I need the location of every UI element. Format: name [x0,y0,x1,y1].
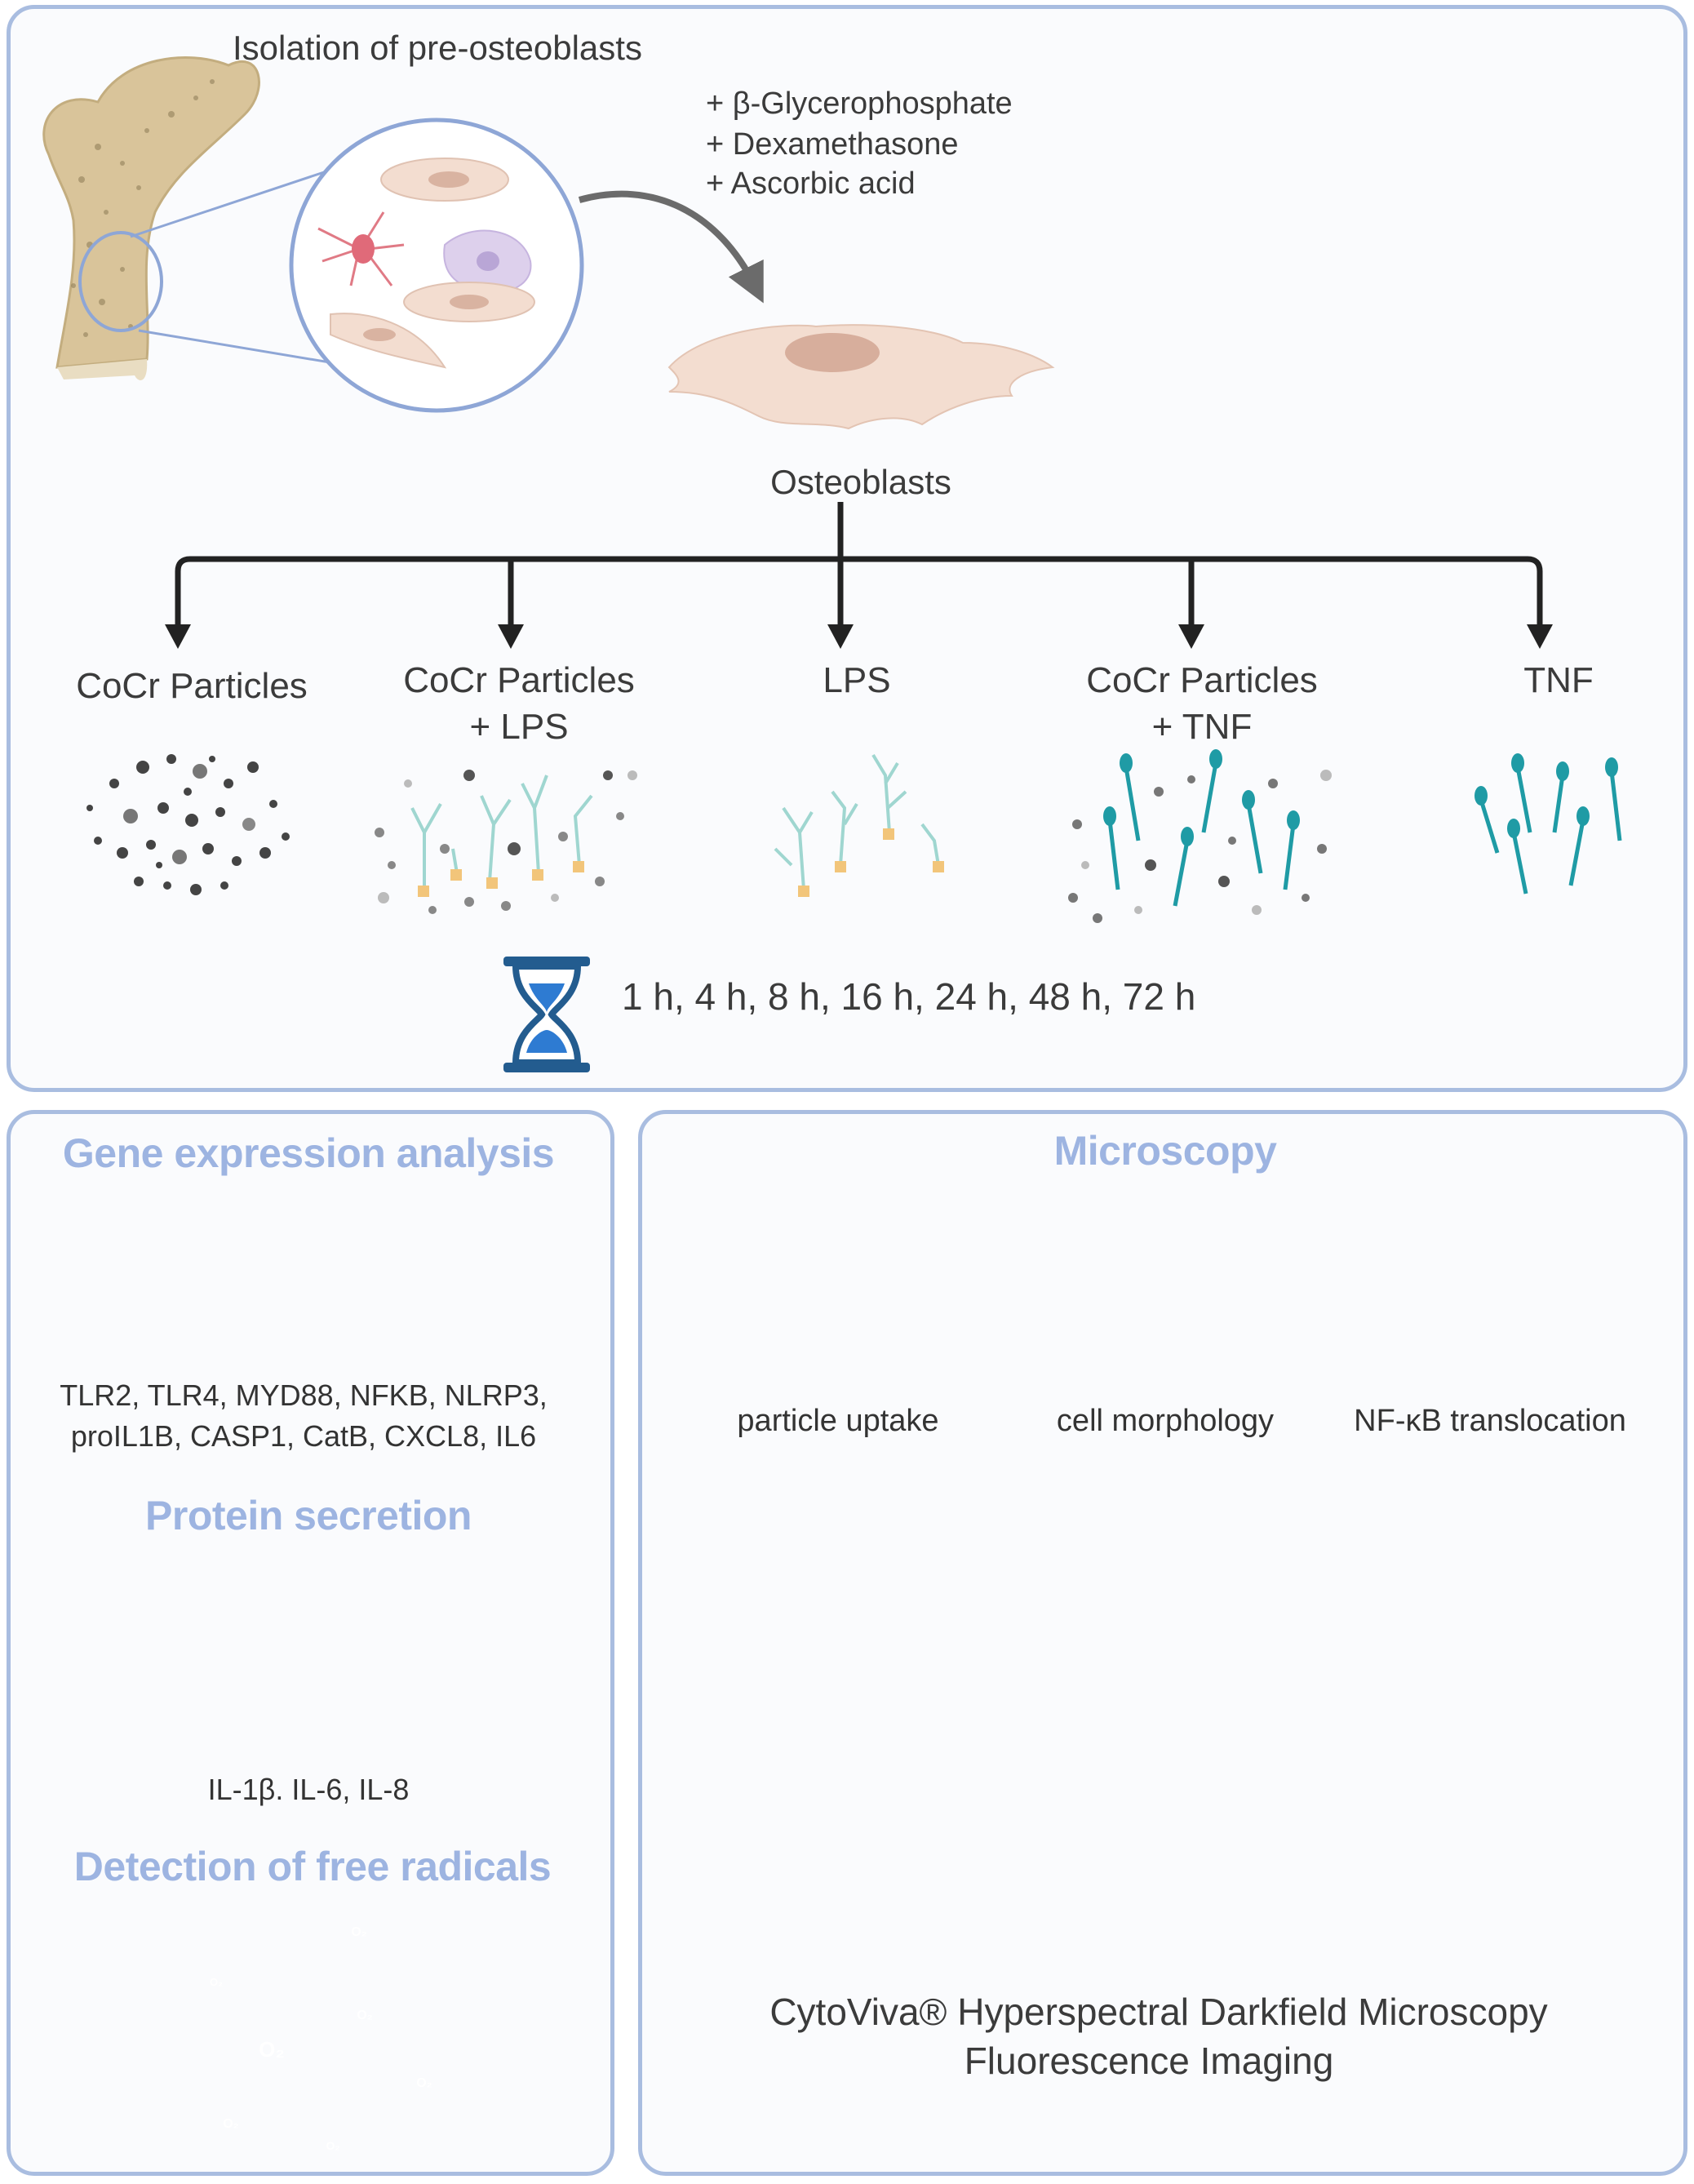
condition-4-label: CoCr Particles+ TNF [1086,660,1318,748]
protein-secretion-heading: Protein secretion [145,1493,472,1538]
femur-bone-icon [42,56,260,380]
cocr-lps-mixture-icon [375,770,637,914]
supplement-2: + Dexamethasone [706,127,959,162]
method-line-2: Fluorescence Imaging [964,2040,1334,2082]
radical-label: O₂ [223,2117,239,2131]
microscopy-heading: Microscopy [1053,1128,1277,1174]
isolation-label: Isolation of pre-osteoblasts [233,29,642,67]
method-line-1: CytoViva® Hyperspectral Darkfield Micros… [769,1991,1548,2033]
radical-label: O₂ [357,2009,373,2022]
caption-particle-uptake: particle uptake [737,1404,939,1438]
condition-1-label: CoCr Particles [76,666,308,706]
lps-molecules-icon [774,753,944,897]
gene-list-line-1: TLR2, TLR4, MYD88, NFKB, NLRP3, [60,1378,548,1412]
cocr-tnf-mixture-icon [1068,749,1332,923]
tnf-molecules-icon [1474,753,1622,894]
condition-5-label: TNF [1523,660,1594,700]
supplement-1: + β-Glycerophosphate [706,87,1013,121]
timepoints-label: 1 h, 4 h, 8 h, 16 h, 24 h, 48 h, 72 h [622,975,1196,1018]
hourglass-icon [503,957,590,1072]
culture-setup-panel [7,5,1687,1092]
readouts-panel [7,1110,614,2176]
osteoblasts-label: Osteoblasts [770,463,951,501]
radical-label: O₂ [210,1976,223,1988]
gene-list-line-2: proIL1B, CASP1, CatB, CXCL8, IL6 [70,1419,537,1453]
radical-label: O₂ [326,2139,340,2152]
radical-label: O₂ [259,2037,285,2062]
microscopy-panel [638,1110,1687,2176]
osteoblast-cell-icon [667,324,1055,430]
branching-arrows [175,502,1543,628]
protein-list: IL-1β. IL-6, IL-8 [207,1773,410,1806]
condition-2-label: CoCr Particles+ LPS [403,660,635,748]
caption-nfkb-translocation: NF-κB translocation [1354,1404,1626,1438]
cell-mixture-circle [289,118,584,413]
cocr-particles-icon [86,754,290,895]
radical-label: O₂ [351,1925,367,1939]
gene-expression-heading: Gene expression analysis [62,1130,555,1176]
caption-cell-morphology: cell morphology [1056,1404,1275,1438]
radical-label: O₂ [416,2076,432,2090]
condition-3-label: LPS [823,660,891,700]
free-radicals-heading: Detection of free radicals [73,1844,552,1889]
supplement-3: + Ascorbic acid [706,166,916,201]
